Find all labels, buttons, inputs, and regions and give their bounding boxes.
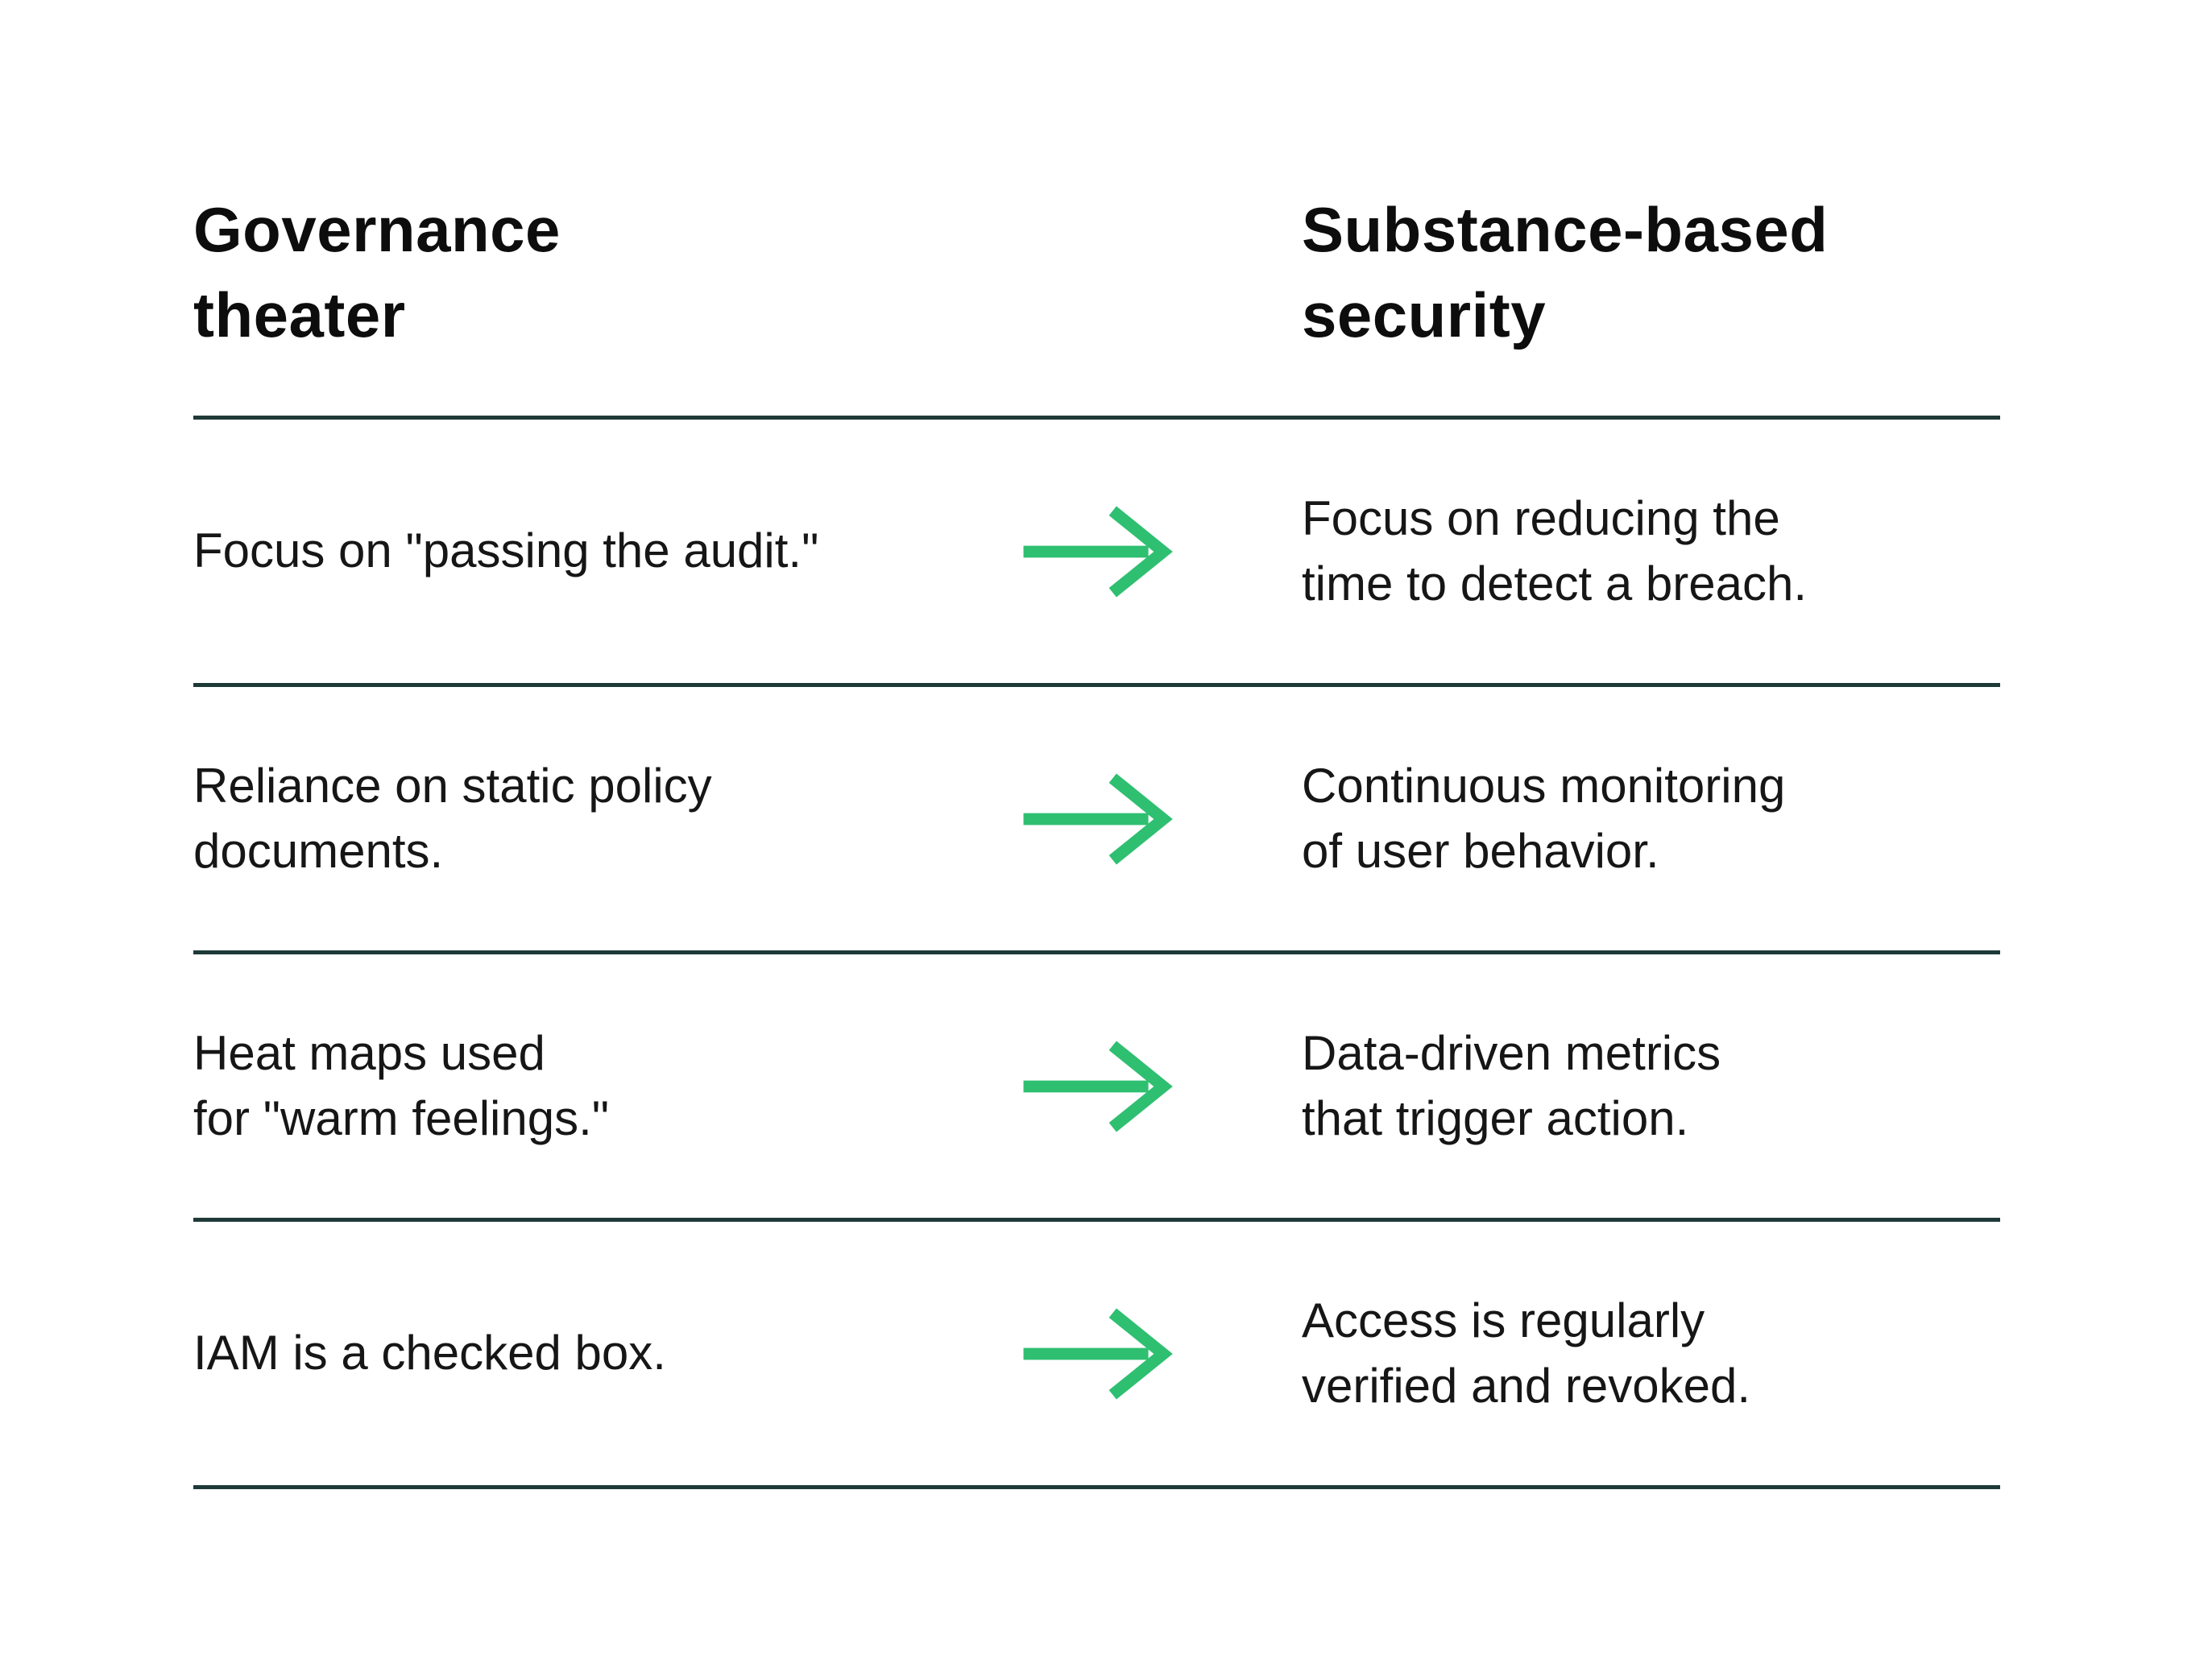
column-header-substance-based-security: Substance-based security — [1302, 194, 1829, 351]
governance-theater-cell: Focus on "passing the audit." — [193, 524, 819, 578]
column-header-governance-theater: Governance theater — [193, 194, 561, 351]
right-arrow-icon — [1020, 503, 1302, 600]
substance-based-security-cell: Access is regularly verified and revoked… — [1302, 1293, 1750, 1413]
substance-based-security-cell: Focus on reducing the time to detect a b… — [1302, 491, 1808, 610]
substance-based-security-cell: Data-driven metrics that trigger action. — [1302, 1026, 1721, 1145]
substance-based-security-cell: Continuous monitoring of user behavior. — [1302, 759, 1786, 878]
table-content: Governance theater Substance-based secur… — [193, 0, 2000, 1490]
right-arrow-icon — [1020, 1038, 1302, 1135]
table-row: Reliance on static policy documents. Con… — [193, 687, 2000, 955]
table-row: Focus on "passing the audit." Focus on r… — [193, 420, 2000, 688]
governance-theater-cell: Reliance on static policy documents. — [193, 759, 712, 878]
table-row: Heat maps used for "warm feelings." Data… — [193, 954, 2000, 1223]
table-header-row: Governance theater Substance-based secur… — [193, 0, 2000, 420]
governance-theater-cell: Heat maps used for "warm feelings." — [193, 1026, 610, 1145]
governance-theater-cell: IAM is a checked box. — [193, 1326, 666, 1380]
table-row: IAM is a checked box. Access is regularl… — [193, 1222, 2000, 1490]
right-arrow-icon — [1020, 1306, 1302, 1402]
right-arrow-icon — [1020, 771, 1302, 867]
